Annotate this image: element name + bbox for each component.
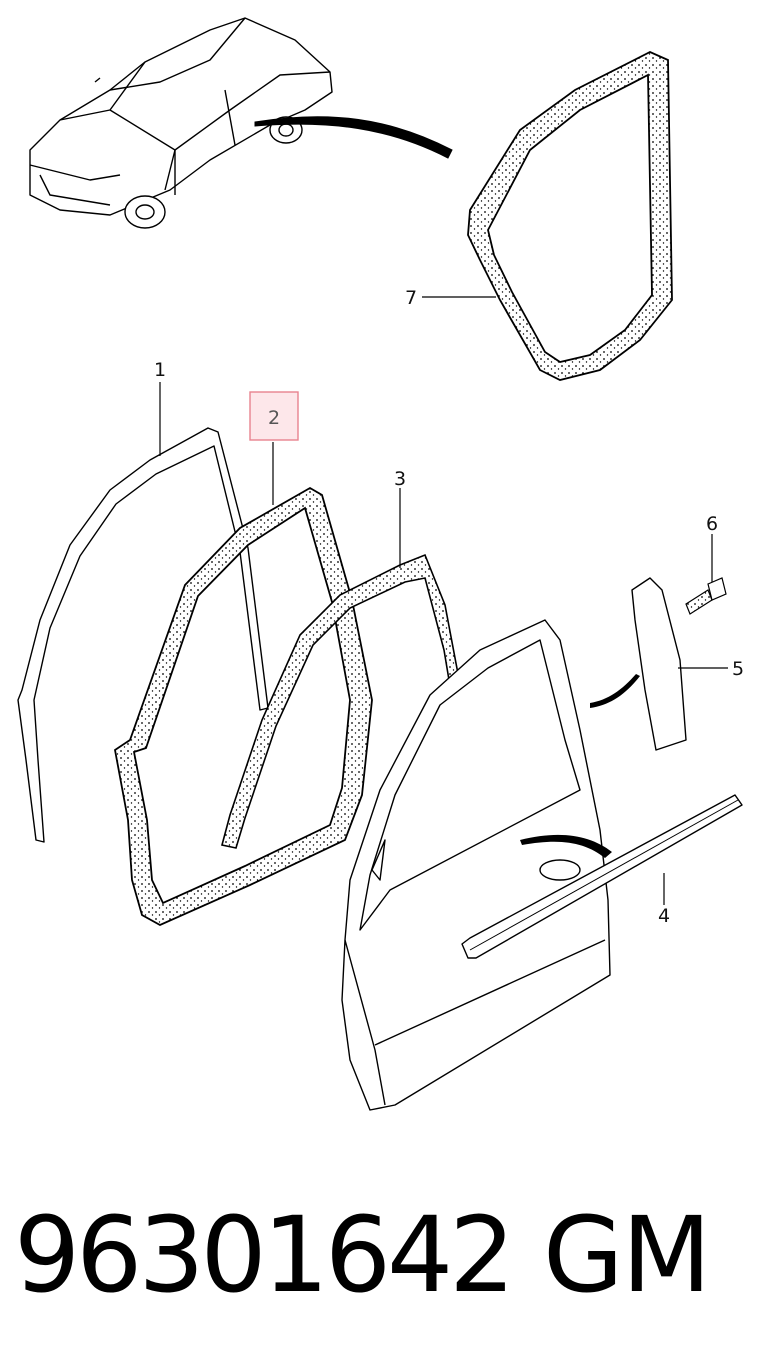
part-6-screw	[685, 577, 727, 615]
exploded-parts-diagram: 1 2 3 4 5 6 7	[17, 17, 744, 1111]
callout-4: 4	[658, 905, 670, 927]
indicator-arrow	[590, 674, 640, 708]
leader-lines	[159, 296, 728, 905]
part-5-applique-trim	[631, 577, 687, 751]
part-2-door-weatherstrip	[114, 486, 373, 927]
callout-7: 7	[405, 287, 417, 309]
callout-5: 5	[732, 658, 744, 680]
callout-1: 1	[154, 359, 166, 381]
indicator-arrow	[254, 116, 453, 159]
callout-6: 6	[706, 513, 718, 535]
callout-2-highlight-box	[249, 391, 299, 441]
part-1-window-channel	[17, 427, 269, 843]
brand-name: GM	[543, 1194, 711, 1316]
callout-3: 3	[394, 468, 406, 490]
indicator-arrow	[520, 834, 612, 858]
callout-2: 2	[268, 407, 280, 429]
part-info-footer: 96301642 GM	[0, 1185, 760, 1325]
part-number: 96301642	[14, 1194, 515, 1316]
door-panel-illustration	[341, 619, 611, 1111]
part-7-door-opening-seal	[467, 51, 673, 381]
